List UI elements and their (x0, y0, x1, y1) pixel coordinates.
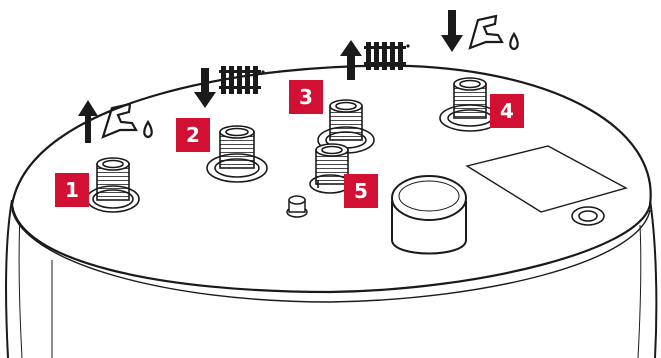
connection-5-fitting (309, 143, 351, 194)
anode-cap (391, 175, 467, 255)
badge-5: 5 (344, 174, 378, 208)
badge-1: 1 (55, 173, 89, 207)
small-fitting (286, 195, 308, 218)
radiator-icon-3 (364, 42, 410, 70)
faucet-icon (101, 102, 153, 139)
badge-4: 4 (490, 94, 524, 128)
arrow-down-icon (194, 68, 216, 108)
ring-fitting (571, 206, 605, 226)
faucet-icon-4 (468, 14, 519, 51)
badge-3: 3 (289, 80, 323, 114)
arrow-up-icon-3 (340, 40, 362, 80)
connection-1-fitting (86, 157, 140, 213)
tank-body (5, 199, 658, 358)
radiator-icon (219, 66, 265, 94)
arrow-down-icon-4 (441, 10, 463, 52)
arrow-up-icon (78, 100, 98, 143)
badge-2: 2 (176, 118, 210, 152)
connection-2-fitting (206, 125, 268, 183)
label-plate (465, 145, 628, 213)
